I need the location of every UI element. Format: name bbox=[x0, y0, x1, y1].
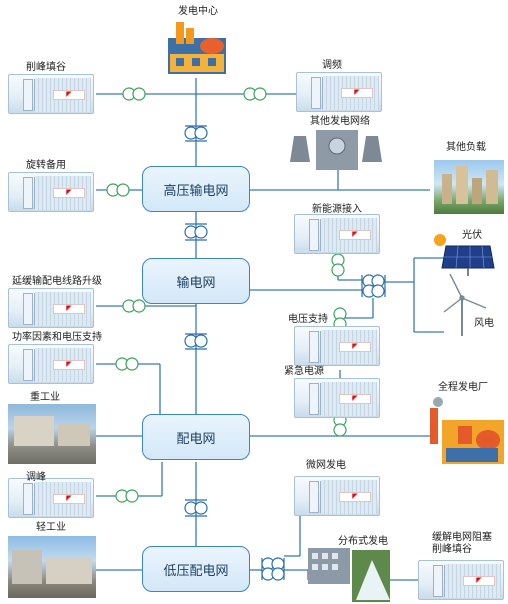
container-logo bbox=[53, 188, 85, 198]
other-generation-icon bbox=[290, 130, 382, 170]
container-logo bbox=[463, 576, 495, 586]
coupler-newenergy-icon bbox=[331, 253, 345, 277]
relieve-congestion-label: 缓解电网阻塞 削峰填谷 bbox=[432, 532, 492, 555]
high-voltage-grid: 高压输电网 bbox=[142, 166, 250, 212]
coupler-spin-icon bbox=[106, 183, 130, 197]
heavy-industry-label: 重工业 bbox=[30, 392, 60, 403]
coupler-peakreg-icon bbox=[115, 489, 139, 503]
storage-container-defer bbox=[8, 288, 94, 328]
distributed-generation-label: 分布式发电 bbox=[338, 536, 388, 547]
light-industry-label: 轻工业 bbox=[36, 522, 66, 533]
photovoltaic-label: 光伏 bbox=[462, 230, 482, 241]
other-generation-label: 其他发电网络 bbox=[310, 116, 370, 127]
transformer-lv-icon bbox=[184, 499, 208, 517]
container-logo bbox=[341, 88, 373, 98]
wind-turbine-icon bbox=[443, 273, 487, 336]
high-voltage-grid-label: 高压输电网 bbox=[163, 182, 229, 198]
container-logo bbox=[53, 90, 85, 100]
voltage-support-label: 电压支持 bbox=[288, 314, 328, 325]
heavy-industry-image bbox=[8, 404, 96, 464]
defer-upgrade-label: 延缓输配电线路升级 bbox=[12, 276, 102, 287]
container-logo bbox=[53, 304, 85, 314]
microgrid-label: 微网发电 bbox=[306, 460, 346, 471]
low-voltage-grid-label: 低压配电网 bbox=[163, 562, 229, 578]
emergency-power-label: 紧急电源 bbox=[284, 366, 324, 377]
container-logo bbox=[339, 230, 371, 240]
container-logo bbox=[53, 494, 85, 504]
whole-process-plant-label: 全程发电厂 bbox=[438, 382, 488, 393]
transmission-grid: 输电网 bbox=[142, 258, 250, 304]
storage-container-power-factor bbox=[8, 344, 94, 384]
storage-container-peak-regulation bbox=[8, 478, 94, 518]
solar-panel-icon bbox=[434, 234, 495, 276]
coupler-peak-icon bbox=[122, 87, 146, 101]
transformer-hv-icon bbox=[184, 125, 208, 142]
storage-container-voltage bbox=[294, 326, 380, 366]
coupler-pf-icon bbox=[115, 357, 139, 371]
transmission-grid-label: 输电网 bbox=[176, 274, 216, 290]
low-voltage-grid: 低压配电网 bbox=[142, 546, 250, 592]
container-logo bbox=[339, 394, 371, 404]
power-center-label: 发电中心 bbox=[178, 6, 218, 17]
peak-regulation-label: 调峰 bbox=[26, 472, 46, 483]
distribution-grid: 配电网 bbox=[142, 414, 250, 460]
other-loads-label: 其他负载 bbox=[446, 142, 486, 153]
frequency-regulation-label: 调频 bbox=[322, 60, 342, 71]
spinning-reserve-label: 旋转备用 bbox=[26, 160, 66, 171]
container-logo bbox=[53, 360, 85, 370]
storage-container-microgrid bbox=[294, 476, 380, 516]
coupler-freq-icon bbox=[243, 87, 267, 101]
storage-container-new-energy bbox=[294, 214, 380, 254]
transformer-renewable-icon bbox=[361, 274, 386, 298]
storage-container-congestion bbox=[418, 560, 504, 600]
container-logo bbox=[339, 492, 371, 502]
distribution-grid-label: 配电网 bbox=[176, 430, 216, 446]
storage-container-emergency bbox=[294, 378, 380, 418]
light-industry-image bbox=[8, 536, 96, 598]
power-center-icon bbox=[168, 22, 226, 74]
coupler-defer-icon bbox=[122, 299, 146, 313]
wind-power-label: 风电 bbox=[474, 318, 494, 329]
distributed-generation-icon bbox=[308, 548, 390, 602]
power-factor-label: 功率因素和电压支持 bbox=[12, 332, 102, 343]
new-energy-label: 新能源接入 bbox=[312, 204, 362, 215]
transformer-lv-horizontal-icon bbox=[261, 557, 285, 581]
transformer-dist-icon bbox=[184, 333, 208, 350]
storage-container-spinning bbox=[8, 172, 94, 212]
transformer-tx-icon bbox=[184, 223, 208, 241]
other-loads-city-image bbox=[434, 160, 504, 214]
whole-process-plant-icon bbox=[430, 397, 504, 464]
storage-container-frequency bbox=[296, 72, 382, 112]
storage-container-peak bbox=[8, 74, 94, 114]
peak-shaving-label: 削峰填谷 bbox=[26, 62, 66, 73]
container-logo bbox=[339, 342, 371, 352]
